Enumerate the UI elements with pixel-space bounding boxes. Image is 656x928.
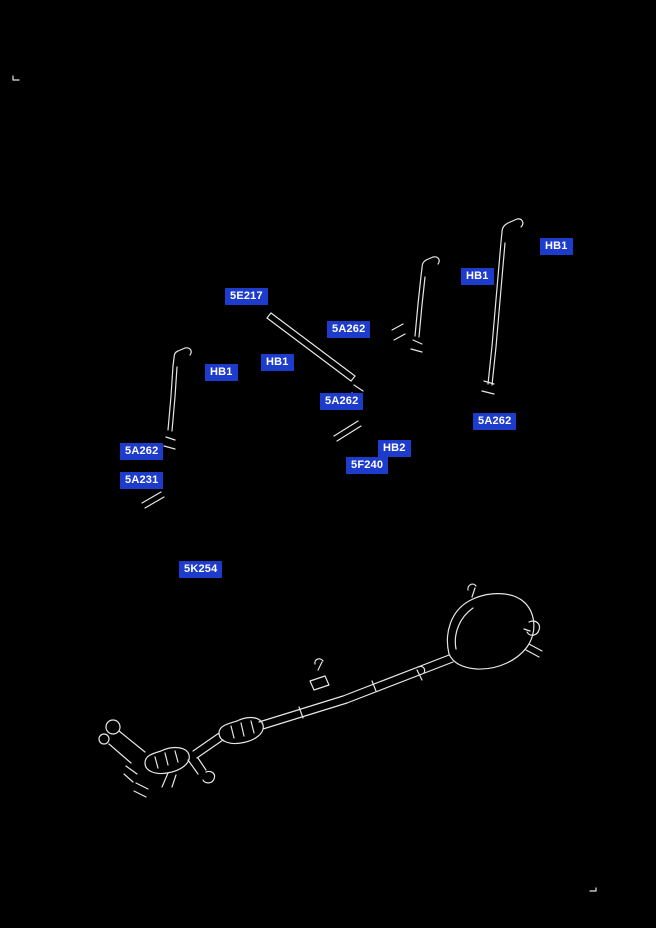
hanger-rod-art-mid-right: [391, 256, 440, 353]
exhaust-assembly-art: [98, 583, 543, 798]
part-label-5e217[interactable]: 5E217: [225, 288, 268, 305]
part-label-5a262-right[interactable]: 5A262: [473, 413, 517, 430]
part-label-hb1-far-right[interactable]: HB1: [540, 238, 573, 255]
part-label-hb1-left[interactable]: HB1: [205, 364, 238, 381]
corner-mark-top-left: [12, 75, 20, 81]
pipe-art-5f240: [333, 420, 362, 442]
part-label-5a262-left[interactable]: 5A262: [120, 443, 164, 460]
part-label-hb1-mid-right[interactable]: HB1: [461, 268, 494, 285]
part-label-hb2[interactable]: HB2: [378, 440, 411, 457]
part-label-hb1-center[interactable]: HB1: [261, 354, 294, 371]
corner-mark-bottom-right: [589, 887, 597, 892]
hanger-rod-art-left: [163, 347, 192, 450]
part-label-5a262-upper[interactable]: 5A262: [327, 321, 371, 338]
part-label-5a262-center[interactable]: 5A262: [320, 393, 364, 410]
part-label-5a231[interactable]: 5A231: [120, 472, 164, 489]
part-label-5k254[interactable]: 5K254: [179, 561, 223, 578]
hanger-rod-art-far-right: [481, 218, 524, 395]
pipe-art-5a231: [141, 491, 165, 509]
part-label-5f240[interactable]: 5F240: [346, 457, 389, 474]
